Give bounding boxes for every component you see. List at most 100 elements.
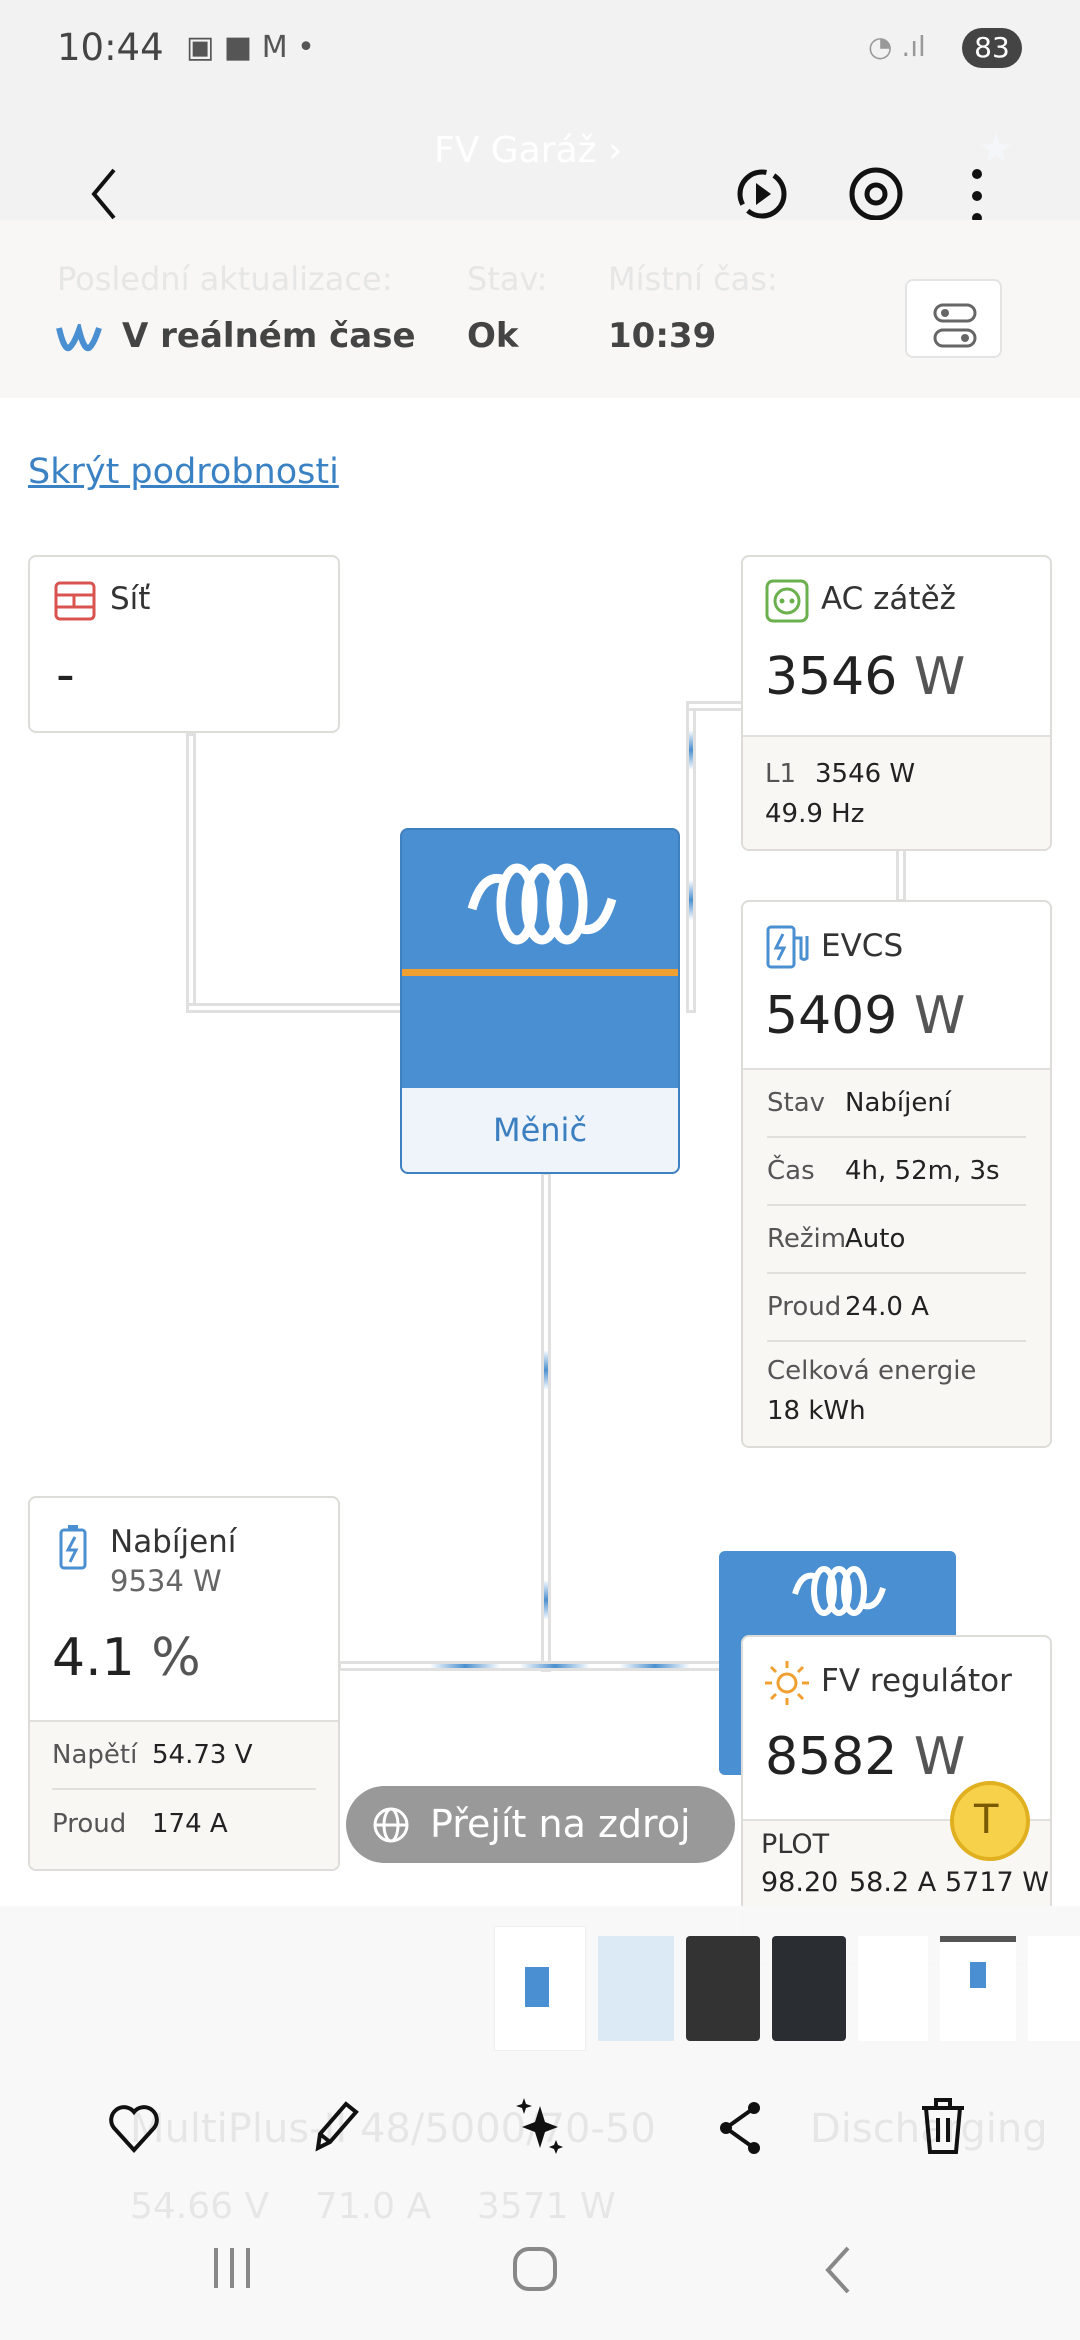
soc-unit: %: [151, 1628, 201, 1688]
evcs-title: EVCS: [821, 928, 904, 964]
grid-title: Síť: [110, 581, 151, 617]
row-label: Proud: [52, 1809, 127, 1839]
thumbnail[interactable]: [772, 1936, 846, 2041]
favorite-heart-icon[interactable]: [106, 2102, 162, 2154]
row-value: 174 A: [152, 1809, 228, 1839]
battery-card[interactable]: Nabíjení 9534 W 4.1 % Napětí 54.73 V Prou…: [28, 1496, 340, 1871]
switches-icon: [933, 303, 977, 348]
thumbnail[interactable]: [1028, 1936, 1080, 2041]
flow-dash: [544, 1350, 548, 1390]
star-icon[interactable]: ★: [978, 126, 1014, 172]
text-extract-button[interactable]: T: [950, 1781, 1030, 1861]
plot-current: 58.2 A: [849, 1867, 937, 1898]
thumbnail[interactable]: [940, 1936, 1016, 2041]
plot-power: 5717 W: [945, 1867, 1049, 1898]
toggle-controls-button[interactable]: [905, 279, 1002, 358]
nav-back-icon[interactable]: [822, 2246, 852, 2294]
solar-value: 8582: [765, 1727, 898, 1787]
flow-dash: [689, 880, 693, 920]
thumbnail[interactable]: [494, 1926, 586, 2051]
site-title[interactable]: FV Garáž ›: [434, 130, 623, 171]
text-recognition-icon: T: [974, 1797, 999, 1843]
share-icon[interactable]: [716, 2100, 766, 2156]
thumbnail-strip[interactable]: [494, 1926, 1080, 2051]
edit-pencil-icon[interactable]: [310, 2098, 360, 2154]
energy-label: Celková energie: [767, 1356, 977, 1386]
row-value: Nabíjení: [845, 1088, 952, 1118]
ac-load-title: AC zátěž: [821, 581, 956, 617]
grid-value: -: [56, 645, 75, 705]
go-to-source-button[interactable]: Přejít na zdroj: [346, 1786, 735, 1863]
globe-icon: [373, 1807, 409, 1843]
battery-soc: 4.1: [52, 1628, 135, 1688]
row-label: Napětí: [52, 1740, 138, 1770]
app-header: FV Garáž › ★: [0, 90, 1080, 223]
energy-value: 18 kWh: [767, 1396, 866, 1426]
grid-card[interactable]: Síť -: [28, 555, 340, 733]
gallery-overlay: MultiPlus-II 48/5000/70-50 Discharging 5…: [0, 1906, 1080, 2340]
thumbnail[interactable]: [858, 1936, 928, 2041]
plot-voltage: 98.20: [761, 1867, 839, 1898]
delete-trash-icon[interactable]: [918, 2096, 968, 2156]
wire-grid-h: [186, 1003, 404, 1013]
flow-dash: [544, 1580, 548, 1620]
flow-dash: [689, 730, 693, 770]
evcs-value: 5409: [765, 986, 898, 1046]
inverter-label: Měnič: [402, 1088, 678, 1172]
ai-sparkle-icon[interactable]: [512, 2096, 568, 2156]
home-icon[interactable]: [512, 2246, 560, 2294]
battery-details: Napětí 54.73 V Proud 174 A: [30, 1720, 338, 1869]
flow-dash: [620, 1664, 690, 1668]
status-strip: Poslední aktualizace: Stav: Místní čas: …: [0, 220, 1080, 398]
socket-icon: [765, 579, 809, 623]
row-label: Čas: [767, 1156, 815, 1186]
evcs-row-time: Čas 4h, 52m, 3s: [767, 1138, 1026, 1206]
wire-ac-h: [686, 701, 744, 711]
realtime-wave-icon: [56, 324, 102, 352]
ev-charger-icon: [766, 925, 809, 969]
thumbnail[interactable]: [686, 1936, 760, 2041]
row-value: 54.73 V: [152, 1740, 253, 1770]
sun-icon: [765, 1661, 809, 1705]
victron-logo-icon: [467, 863, 617, 945]
ac-load-value: 3546: [765, 647, 898, 707]
inverter-state-bar: [402, 969, 678, 976]
battery-indicator: 83: [962, 28, 1022, 68]
evcs-unit: W: [913, 986, 966, 1046]
recent-apps-icon[interactable]: [210, 2246, 254, 2290]
solar-unit: W: [913, 1727, 966, 1787]
wire-grid: [186, 733, 196, 1013]
back-icon[interactable]: [84, 166, 124, 222]
state-label: Stav:: [467, 260, 548, 298]
ac-load-card[interactable]: AC zátěž 3546 W L1 3546 W 49.9 Hz: [741, 555, 1052, 851]
battery-charging-icon: [59, 1525, 87, 1570]
local-time-value: 10:39: [608, 316, 717, 356]
row-value: 4h, 52m, 3s: [845, 1156, 1000, 1186]
evcs-energy: Celková energie 18 kWh: [767, 1356, 1026, 1426]
inverter-block[interactable]: Měnič: [400, 828, 680, 1174]
hide-details-link[interactable]: Skrýt podrobnosti: [28, 452, 339, 492]
thumbnail[interactable]: [598, 1936, 674, 2041]
row-label: Režim: [767, 1224, 847, 1254]
solar-title: FV regulátor: [821, 1663, 1012, 1699]
clock: 10:44: [57, 26, 164, 69]
last-update-value: V reálném čase: [122, 316, 416, 356]
battery-title: Nabíjení: [110, 1524, 237, 1560]
evcs-row-state: Stav Nabíjení: [767, 1070, 1026, 1138]
device-name: MultiPlus-II 48/5000/70-50: [130, 2106, 656, 2152]
notification-icons: ▣ ■ M •: [186, 30, 315, 65]
eye-icon[interactable]: [846, 166, 906, 222]
replay-icon[interactable]: [734, 166, 790, 222]
plot-label: PLOT: [761, 1829, 830, 1860]
evcs-card[interactable]: EVCS 5409 W Stav Nabíjení Čas 4h, 52m, 3s …: [741, 900, 1052, 1448]
ac-load-details: L1 3546 W 49.9 Hz: [743, 735, 1050, 849]
device-values: 54.66 V 71.0 A 3571 W: [130, 2186, 616, 2227]
l1-value: 3546 W: [815, 759, 916, 789]
more-options-icon[interactable]: [966, 166, 988, 226]
battery-power: 9534 W: [110, 1564, 222, 1598]
row-label: Proud: [767, 1292, 842, 1322]
row-label: Stav: [767, 1088, 826, 1118]
